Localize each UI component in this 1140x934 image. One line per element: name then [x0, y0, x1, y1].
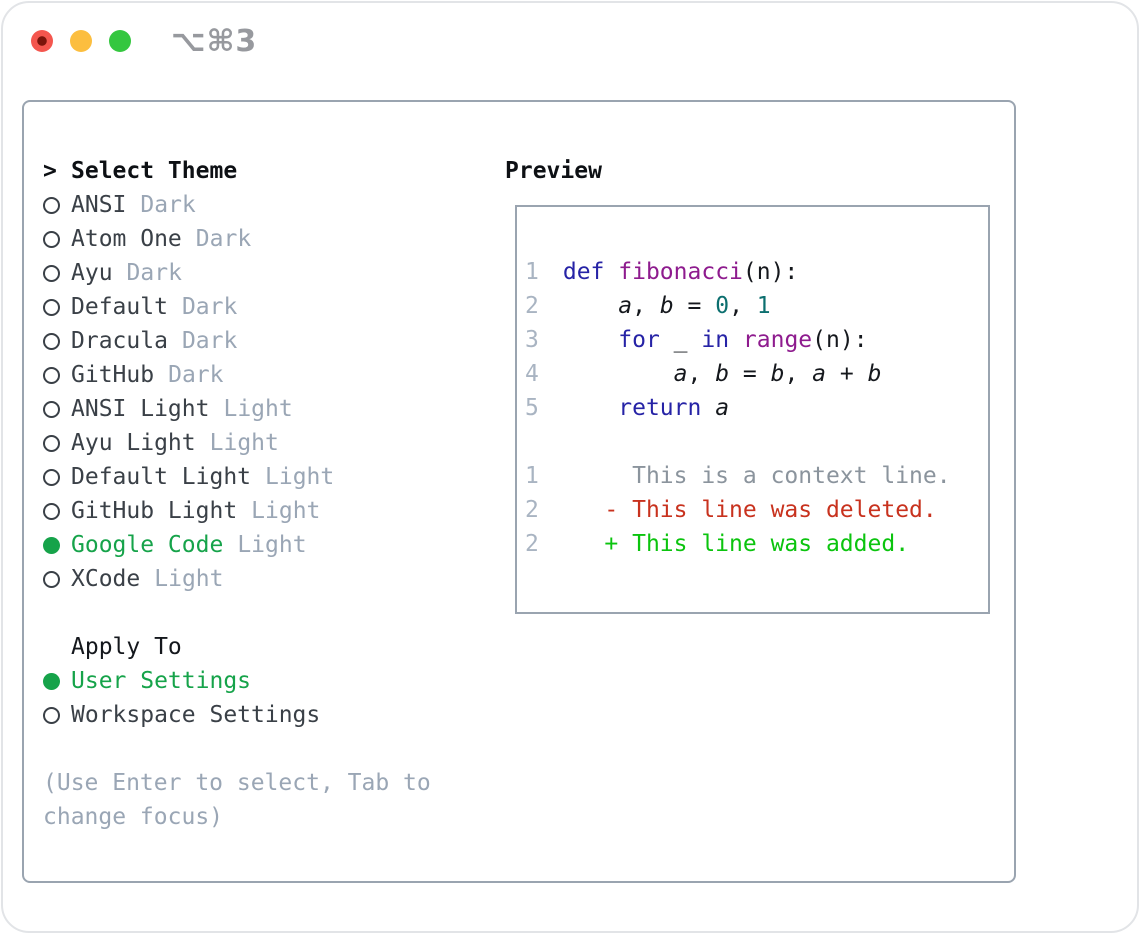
theme-option[interactable]: Ayu Dark — [43, 256, 473, 290]
option-label: User Settings — [71, 668, 252, 694]
theme-option[interactable]: Dracula Dark — [43, 324, 473, 358]
line-number: 4 — [525, 361, 539, 387]
theme-variant-label: Dark — [140, 192, 196, 218]
option-label: ANSI — [71, 192, 127, 218]
traffic-lights — [31, 30, 131, 52]
minimize-button[interactable] — [70, 30, 92, 52]
option-label: Google Code — [71, 532, 224, 558]
theme-list-header: > Select Theme — [43, 154, 473, 188]
theme-option[interactable]: GitHub Dark — [43, 358, 473, 392]
radio-icon — [43, 366, 71, 384]
radio-icon — [43, 264, 71, 282]
radio-icon — [43, 400, 71, 418]
help-text: (Use Enter to select, Tab to change focu… — [43, 770, 431, 830]
line-number: 2 — [525, 293, 539, 319]
option-label: Default — [71, 294, 168, 320]
radio-icon — [43, 570, 71, 588]
theme-variant-label: Light — [209, 430, 279, 456]
option-label: GitHub Light — [71, 498, 238, 524]
line-number: 1 — [525, 463, 539, 489]
option-label: GitHub — [71, 362, 155, 388]
theme-option[interactable]: XCode Light — [43, 562, 473, 596]
theme-variant-label: Dark — [181, 328, 238, 354]
theme-option[interactable]: Ayu Light Light — [43, 426, 473, 460]
preview-title: Preview — [505, 158, 602, 184]
code-line: 4 a, b = b, a + b — [525, 361, 882, 387]
option-label: Workspace Settings — [71, 702, 321, 728]
theme-variant-label: Light — [223, 396, 293, 422]
close-button[interactable] — [31, 30, 53, 52]
option-label: ANSI Light — [71, 396, 210, 422]
theme-variant-label: Dark — [195, 226, 252, 252]
titlebar: ⌥⌘3 — [3, 3, 1137, 79]
theme-variant-label: Light — [251, 498, 321, 524]
radio-icon — [43, 706, 71, 724]
line-number: 2 — [525, 531, 539, 557]
diff-line: 2 - This line was deleted. — [525, 497, 937, 523]
diff-line: 2 + This line was added. — [525, 531, 910, 557]
radio-icon — [43, 196, 71, 214]
radio-selected-icon — [43, 536, 71, 554]
code-line: 5 return a — [525, 395, 730, 421]
theme-option[interactable]: Google Code Light — [43, 528, 473, 562]
theme-option[interactable]: ANSI Light Light — [43, 392, 473, 426]
theme-option[interactable]: Default Dark — [43, 290, 473, 324]
code-line: 2 a, b = 0, 1 — [525, 293, 771, 319]
option-label: Dracula — [71, 328, 168, 354]
line-number: 2 — [525, 497, 539, 523]
line-number: 1 — [525, 259, 539, 285]
window-shortcut-label: ⌥⌘3 — [171, 24, 258, 59]
theme-option[interactable]: Default Light Light — [43, 460, 473, 494]
option-label: Default Light — [71, 464, 252, 490]
code-line: 3 for _ in range(n): — [525, 327, 868, 353]
option-label: XCode — [71, 566, 141, 592]
theme-variant-label: Light — [265, 464, 335, 490]
option-label: Ayu Light — [71, 430, 196, 456]
theme-variant-label: Light — [154, 566, 224, 592]
option-label: Atom One — [71, 226, 182, 252]
zoom-button[interactable] — [109, 30, 131, 52]
radio-icon — [43, 298, 71, 316]
diff-line: 1 This is a context line. — [525, 463, 951, 489]
radio-icon — [43, 230, 71, 248]
radio-icon — [43, 434, 71, 452]
theme-variant-label: Dark — [126, 260, 182, 286]
radio-icon — [43, 332, 71, 350]
radio-icon — [43, 502, 71, 520]
radio-selected-icon — [43, 672, 71, 690]
apply-option[interactable]: Workspace Settings — [43, 698, 473, 732]
cursor-icon: > — [43, 158, 57, 184]
apply-option[interactable]: User Settings — [43, 664, 473, 698]
radio-icon — [43, 468, 71, 486]
line-number: 5 — [525, 395, 539, 421]
theme-list-title: Select Theme — [71, 158, 238, 184]
line-number: 3 — [525, 327, 539, 353]
apply-to-title: Apply To — [71, 634, 182, 660]
diff-preview: 1 This is a context line. 2 - This line w… — [525, 459, 988, 561]
option-label: Ayu — [71, 260, 113, 286]
theme-variant-label: Light — [237, 532, 307, 558]
theme-variant-label: Dark — [168, 362, 224, 388]
theme-option[interactable]: ANSI Dark — [43, 188, 473, 222]
theme-variant-label: Dark — [181, 294, 238, 320]
theme-option[interactable]: Atom One Dark — [43, 222, 473, 256]
theme-option[interactable]: GitHub Light Light — [43, 494, 473, 528]
